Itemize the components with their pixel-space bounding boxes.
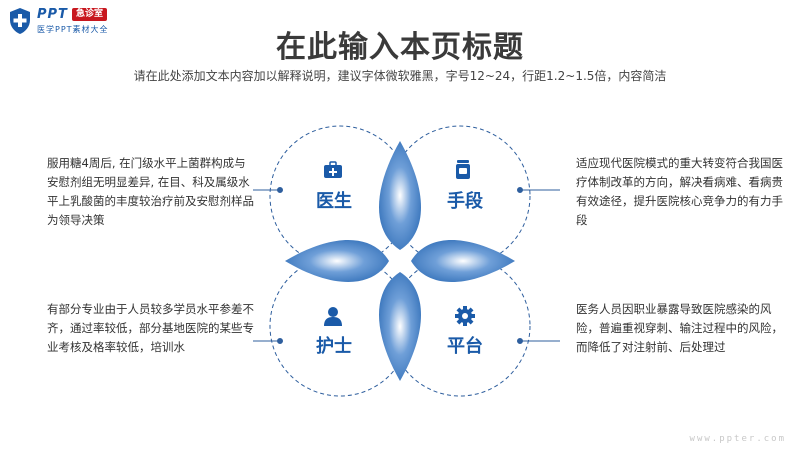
page-subtitle: 请在此处添加文本内容加以解释说明，建议字体微软雅黑，字号12~24，行距1.2~… bbox=[133, 69, 667, 83]
label-top-left: 医生 bbox=[316, 190, 352, 212]
medical-kit-icon bbox=[324, 161, 342, 178]
description-bottom-right: 医务人员因职业暴露导致医院感染的风险，普遍重视穿刺、输注过程中的风险，而降低了对… bbox=[576, 302, 783, 354]
shield-logo-icon bbox=[10, 8, 30, 34]
petal-top bbox=[379, 141, 421, 250]
logo-badge: 急诊室 bbox=[71, 8, 107, 21]
person-icon bbox=[324, 307, 342, 326]
description-top-left: 服用糖4周后, 在门级水平上菌群构成与安慰剂组无明显差异, 在目、科及属级水平上… bbox=[47, 156, 254, 227]
description-top-right: 适应现代医院模式的重大转变符合我国医疗体制改革的方向，解决看病难、看病贵有效途径… bbox=[576, 156, 783, 227]
connector-dot-bottom-right bbox=[517, 338, 523, 344]
pill-bottle-icon bbox=[456, 160, 470, 179]
footer-watermark: www.ppter.com bbox=[689, 434, 786, 444]
label-bottom-left: 护士 bbox=[316, 335, 352, 357]
description-bottom-left: 有部分专业由于人员较多学员水平参差不齐，通过率较低，部分基地医院的某些专业考核及… bbox=[47, 302, 254, 354]
petal-right bbox=[411, 240, 515, 282]
petal-left bbox=[285, 240, 389, 282]
petal-bottom bbox=[379, 272, 421, 381]
connector-dot-top-right bbox=[517, 187, 523, 193]
gear-icon bbox=[455, 306, 475, 326]
connector-dot-top-left bbox=[277, 187, 283, 193]
connector-dot-bottom-left bbox=[277, 338, 283, 344]
logo-tagline: 医学PPT素材大全 bbox=[37, 25, 109, 34]
page-title: 在此输入本页标题 bbox=[276, 30, 524, 65]
label-top-right: 手段 bbox=[447, 190, 484, 212]
logo-brand: PPT bbox=[37, 7, 68, 22]
label-bottom-right: 平台 bbox=[447, 335, 483, 357]
logo: PPT 急诊室 医学PPT素材大全 bbox=[8, 7, 109, 35]
